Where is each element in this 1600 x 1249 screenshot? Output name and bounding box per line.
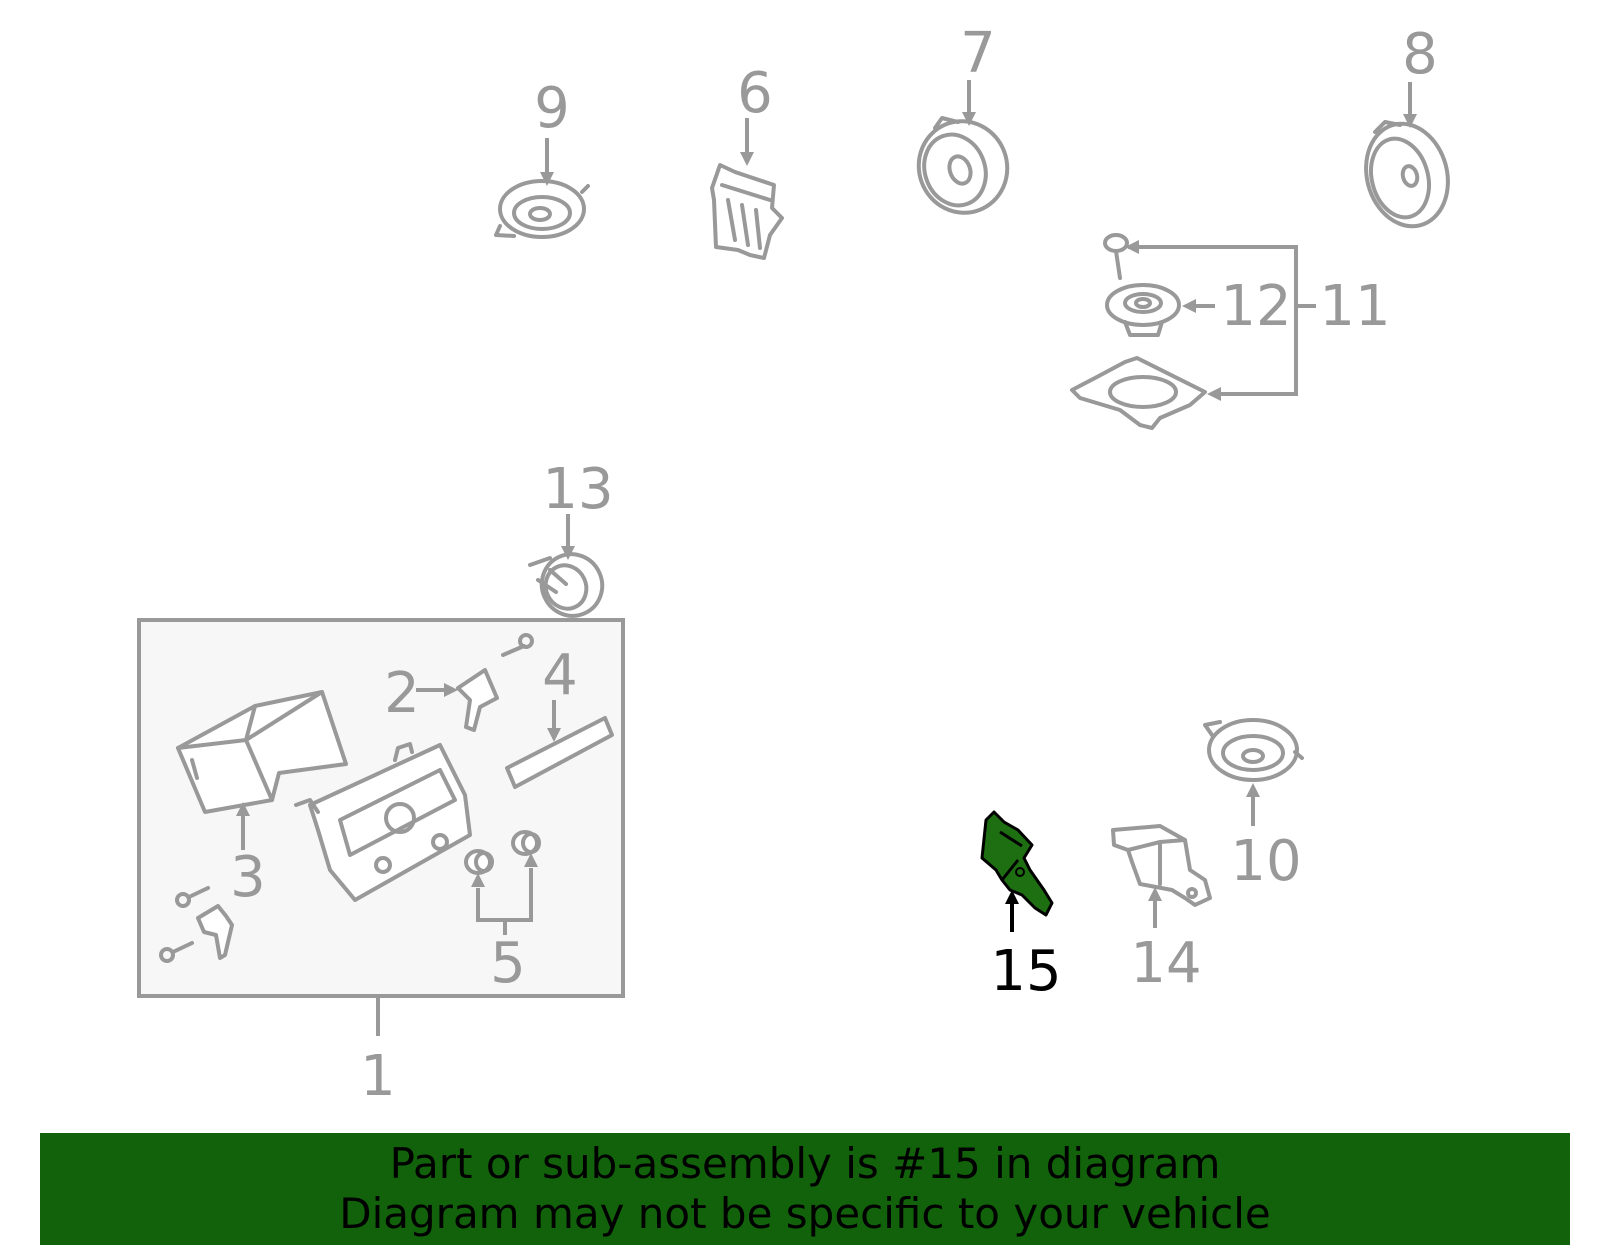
callout-11[interactable]: 11 — [1319, 274, 1390, 339]
info-banner: Part or sub-assembly is #15 in diagram D… — [40, 1133, 1570, 1245]
callout-9[interactable]: 9 — [534, 76, 570, 141]
part-11-screw — [1103, 233, 1129, 280]
part-14-module — [1111, 824, 1212, 907]
part-10-speaker — [1203, 718, 1304, 782]
part-12-tweeter — [1105, 283, 1181, 337]
callout-15-highlighted[interactable]: 15 — [990, 939, 1061, 1004]
callout-4[interactable]: 4 — [542, 643, 578, 708]
callout-1[interactable]: 1 — [360, 1044, 396, 1109]
callout-5[interactable]: 5 — [490, 931, 526, 996]
part-7-speaker — [916, 116, 1010, 215]
callout-7[interactable]: 7 — [960, 21, 996, 86]
callout-6[interactable]: 6 — [737, 61, 773, 126]
part-2-bracket — [456, 633, 534, 732]
callout-3[interactable]: 3 — [230, 845, 266, 910]
banner-line-2: Diagram may not be specific to your vehi… — [339, 1189, 1271, 1238]
callout-13[interactable]: 13 — [542, 457, 613, 522]
part-8-speaker — [1364, 120, 1450, 229]
callout-14[interactable]: 14 — [1130, 931, 1201, 996]
part-5-knobs — [464, 830, 541, 875]
callout-10[interactable]: 10 — [1230, 829, 1301, 894]
part-1-control-panel — [294, 742, 472, 902]
part-11-bracket — [1070, 356, 1207, 430]
part-4-trim-strip — [505, 716, 614, 789]
part-screws — [159, 886, 234, 963]
callout-2[interactable]: 2 — [384, 661, 420, 726]
part-15-highlighted-module[interactable] — [980, 810, 1054, 917]
part-3-bezel — [176, 690, 348, 814]
part-9-speaker — [494, 179, 590, 239]
part-6-module — [710, 163, 784, 260]
callout-12[interactable]: 12 — [1220, 274, 1291, 339]
callout-8[interactable]: 8 — [1402, 22, 1438, 87]
part-13-speaker — [528, 552, 605, 618]
banner-line-1: Part or sub-assembly is #15 in diagram — [389, 1139, 1221, 1188]
